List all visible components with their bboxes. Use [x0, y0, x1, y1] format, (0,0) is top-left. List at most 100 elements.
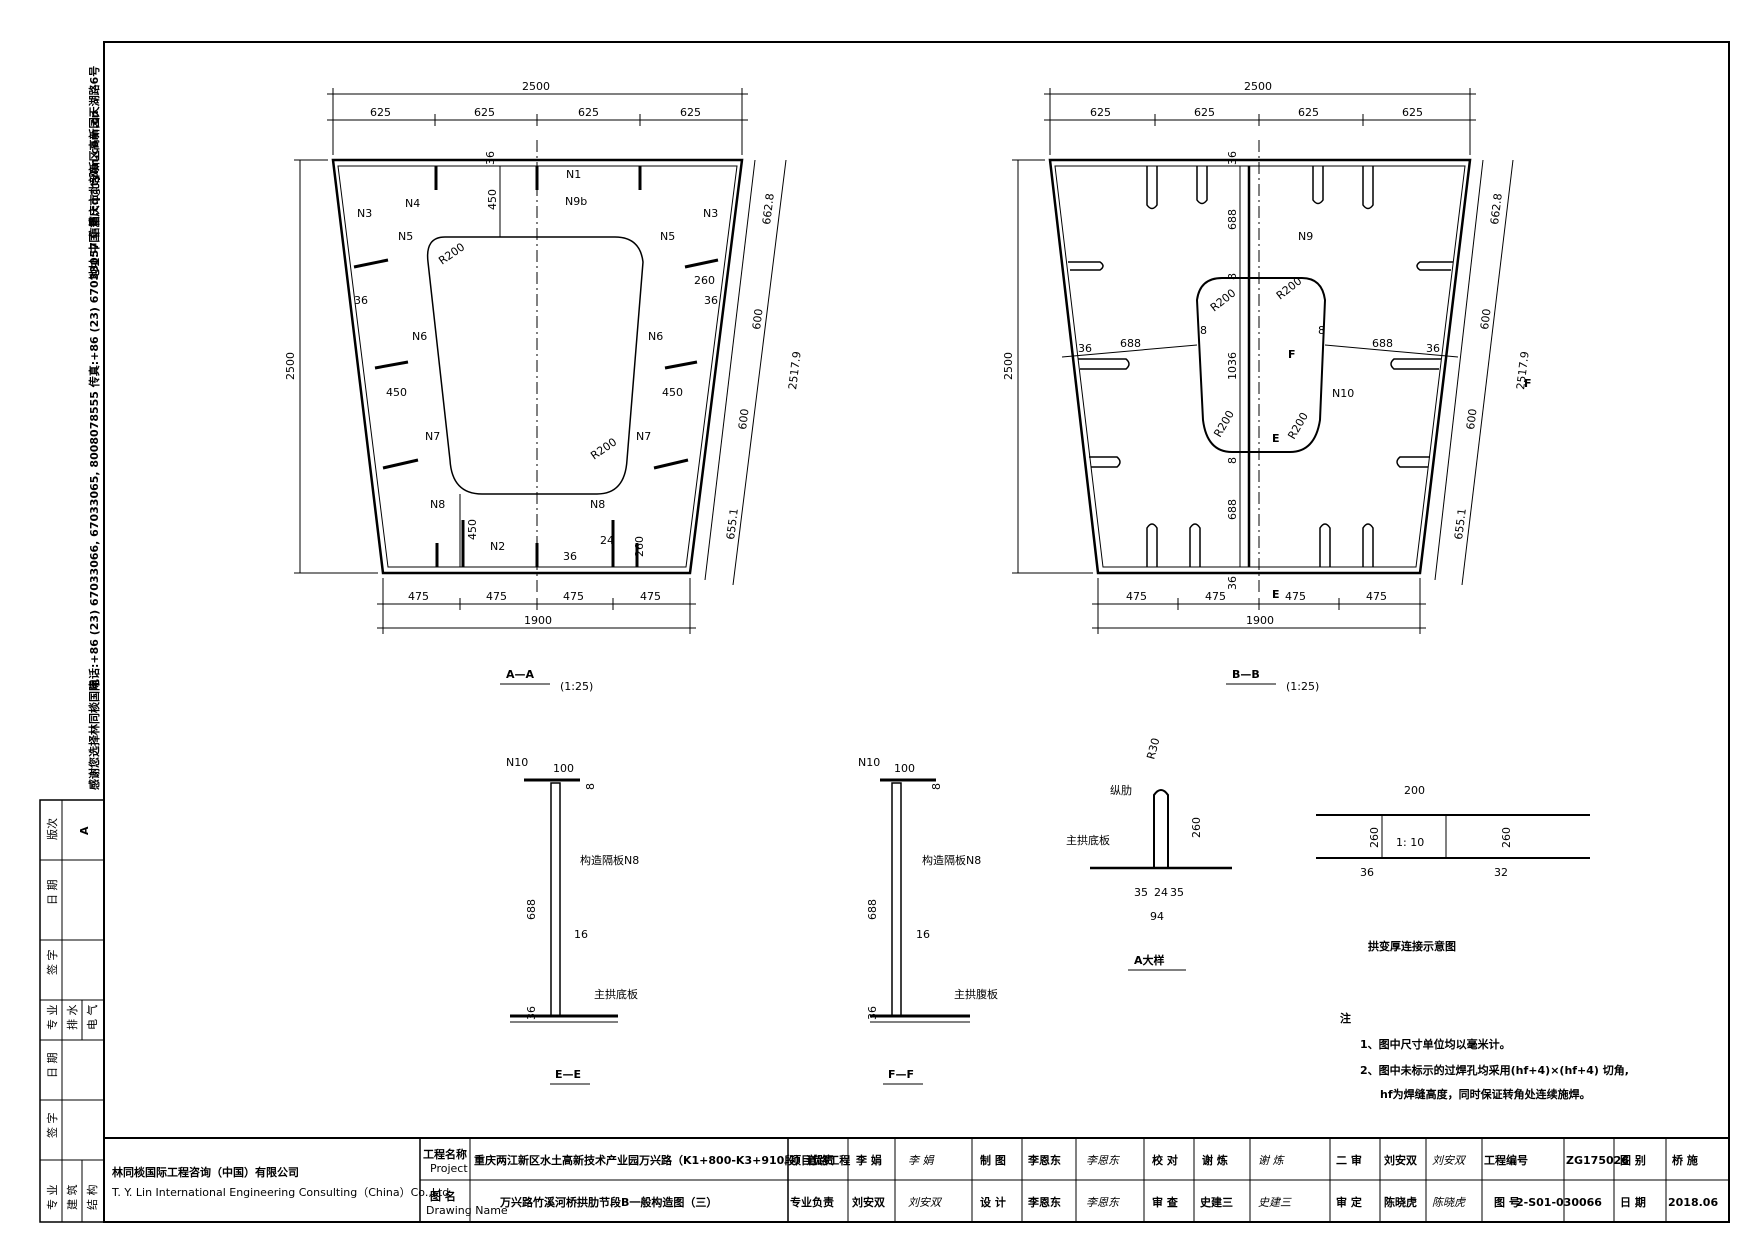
svg-text:260: 260: [1190, 817, 1203, 838]
svg-text:24: 24: [600, 534, 614, 547]
svg-text:桥 施: 桥 施: [1672, 1153, 1698, 1167]
svg-text:电话:+86 (23) 67033066, 67033065: 电话:+86 (23) 67033066, 67033065, 80080785…: [87, 110, 101, 690]
svg-text:二 审: 二 审: [1336, 1153, 1362, 1167]
svg-text:2、图中未标示的过焊孔均采用(hf+4)×(hf+4) 切角: 2、图中未标示的过焊孔均采用(hf+4)×(hf+4) 切角,: [1360, 1063, 1629, 1077]
svg-text:刘安双: 刘安双: [852, 1195, 885, 1209]
svg-text:36: 36: [1426, 342, 1440, 355]
svg-text:主拱底板: 主拱底板: [1066, 833, 1110, 847]
svg-text:625: 625: [578, 106, 599, 119]
svg-text:625: 625: [1090, 106, 1111, 119]
svg-text:475: 475: [408, 590, 429, 603]
svg-text:N8: N8: [430, 498, 445, 511]
notes: 注 1、图中尺寸单位均以毫米计。 2、图中未标示的过焊孔均采用(hf+4)×(h…: [1340, 1011, 1629, 1101]
svg-text:625: 625: [1194, 106, 1215, 119]
svg-text:万兴路竹溪河桥拱肋节段B一般构造图（三）: 万兴路竹溪河桥拱肋节段B一般构造图（三）: [499, 1195, 717, 1209]
svg-text:36: 36: [525, 1006, 538, 1020]
svg-text:1: 10: 1: 10: [1396, 836, 1424, 849]
svg-text:36: 36: [704, 294, 718, 307]
svg-text:8: 8: [1200, 324, 1207, 337]
svg-text:R200: R200: [436, 240, 467, 267]
svg-text:1、图中尺寸单位均以毫米计。: 1、图中尺寸单位均以毫米计。: [1360, 1037, 1511, 1051]
svg-text:625: 625: [1402, 106, 1423, 119]
svg-text:475: 475: [640, 590, 661, 603]
svg-text:600: 600: [750, 308, 765, 330]
svg-text:260: 260: [1368, 827, 1381, 848]
svg-text:260: 260: [633, 536, 646, 557]
revision-block: 版次 A 日 期 签 字 专 业 排 水 电 气 日 期 签 字 专 业 建 筑…: [40, 800, 104, 1222]
bb-outline: [1048, 158, 1472, 575]
svg-text:688: 688: [1120, 337, 1141, 350]
svg-text:T. Y. Lin International Engine: T. Y. Lin International Engineering Cons…: [111, 1186, 449, 1199]
svg-text:日 期: 日 期: [1620, 1195, 1646, 1209]
svg-text:史建三: 史建三: [1258, 1196, 1292, 1209]
svg-text:Drawing Name: Drawing Name: [426, 1204, 508, 1217]
binding-strip: [39, 799, 105, 1223]
svg-text:36: 36: [484, 151, 497, 165]
aa-outline: [331, 158, 744, 575]
bb-opening: [1195, 277, 1327, 453]
svg-text:8: 8: [1226, 457, 1239, 464]
section-ee: N10 100 8 构造隔板N8 688 16 主拱底板 36 E—E: [506, 756, 639, 1085]
svg-text:李 娟: 李 娟: [908, 1154, 935, 1167]
svg-text:李 娟: 李 娟: [855, 1153, 882, 1167]
svg-text:(1:25): (1:25): [560, 680, 593, 693]
svg-text:688: 688: [1372, 337, 1393, 350]
detail-a: R30 纵肋 主拱底板 260 35 24 35 94 A大样: [1066, 737, 1232, 971]
svg-text:E: E: [1272, 588, 1280, 601]
svg-text:475: 475: [1366, 590, 1387, 603]
svg-text:32: 32: [1494, 866, 1508, 879]
svg-text:1900: 1900: [1246, 614, 1274, 627]
svg-text:B—B: B—B: [1232, 668, 1260, 681]
svg-text:36: 36: [1226, 151, 1239, 165]
svg-text:N10: N10: [506, 756, 528, 769]
svg-text:R200: R200: [1285, 410, 1311, 441]
svg-text:工程名称: 工程名称: [423, 1147, 467, 1161]
svg-text:构造隔板N8: 构造隔板N8: [580, 853, 639, 867]
svg-text:签 字: 签 字: [45, 1113, 59, 1139]
svg-text:版次: 版次: [45, 818, 59, 840]
svg-text:2500: 2500: [1244, 80, 1272, 93]
svg-text:36: 36: [563, 550, 577, 563]
svg-text:625: 625: [474, 106, 495, 119]
svg-text:重庆两江新区水土高新技术产业园万兴路（K1+800-K3+9: 重庆两江新区水土高新技术产业园万兴路（K1+800-K3+910段）道路工程: [474, 1153, 850, 1167]
svg-text:主拱腹板: 主拱腹板: [954, 987, 998, 1001]
svg-text:N5: N5: [398, 230, 413, 243]
svg-text:R200: R200: [1211, 408, 1237, 439]
svg-text:构造隔板N8: 构造隔板N8: [922, 853, 981, 867]
svg-text:谢 炼: 谢 炼: [1202, 1153, 1228, 1167]
svg-text:8: 8: [930, 783, 943, 790]
svg-text:李恩东: 李恩东: [1086, 1154, 1121, 1167]
svg-text:工程编号: 工程编号: [1484, 1153, 1528, 1167]
svg-text:N5: N5: [660, 230, 675, 243]
svg-text:专业负责: 专业负责: [790, 1195, 834, 1209]
svg-text:N4: N4: [405, 197, 420, 210]
svg-text:35: 35: [1134, 886, 1148, 899]
svg-text:8: 8: [1318, 324, 1325, 337]
svg-text:36: 36: [866, 1006, 879, 1020]
bb-inner-outline: [1054, 165, 1466, 568]
svg-text:688: 688: [1226, 499, 1239, 520]
svg-text:hf为焊缝高度，同时保证转角处连续施焊。: hf为焊缝高度，同时保证转角处连续施焊。: [1380, 1087, 1591, 1101]
svg-text:地址:中国·重庆市北部新区高新园天湖路6号: 地址:中国·重庆市北部新区高新园天湖路6号: [87, 66, 101, 280]
svg-text:设 计: 设 计: [980, 1195, 1006, 1209]
svg-text:N10: N10: [858, 756, 880, 769]
svg-text:450: 450: [486, 189, 499, 210]
svg-text:94: 94: [1150, 910, 1164, 923]
svg-text:2500: 2500: [1002, 352, 1015, 380]
svg-text:260: 260: [1500, 827, 1513, 848]
svg-text:校 对: 校 对: [1152, 1153, 1178, 1167]
svg-text:600: 600: [1464, 408, 1479, 430]
svg-text:林同棪国际工程咨询（中国）有限公司: 林同棪国际工程咨询（中国）有限公司: [112, 1165, 299, 1179]
svg-text:2-S01-030066: 2-S01-030066: [1516, 1196, 1602, 1209]
svg-text:1036: 1036: [1226, 352, 1239, 380]
svg-text:475: 475: [1205, 590, 1226, 603]
svg-text:图 号: 图 号: [1494, 1196, 1520, 1209]
bb-ribs: [1068, 166, 1453, 567]
svg-text:200: 200: [1404, 784, 1425, 797]
svg-text:R30: R30: [1144, 737, 1162, 761]
svg-text:N3: N3: [703, 207, 718, 220]
svg-text:日 期: 日 期: [46, 880, 59, 906]
svg-text:项目负责: 项目负责: [790, 1153, 834, 1167]
svg-text:625: 625: [680, 106, 701, 119]
